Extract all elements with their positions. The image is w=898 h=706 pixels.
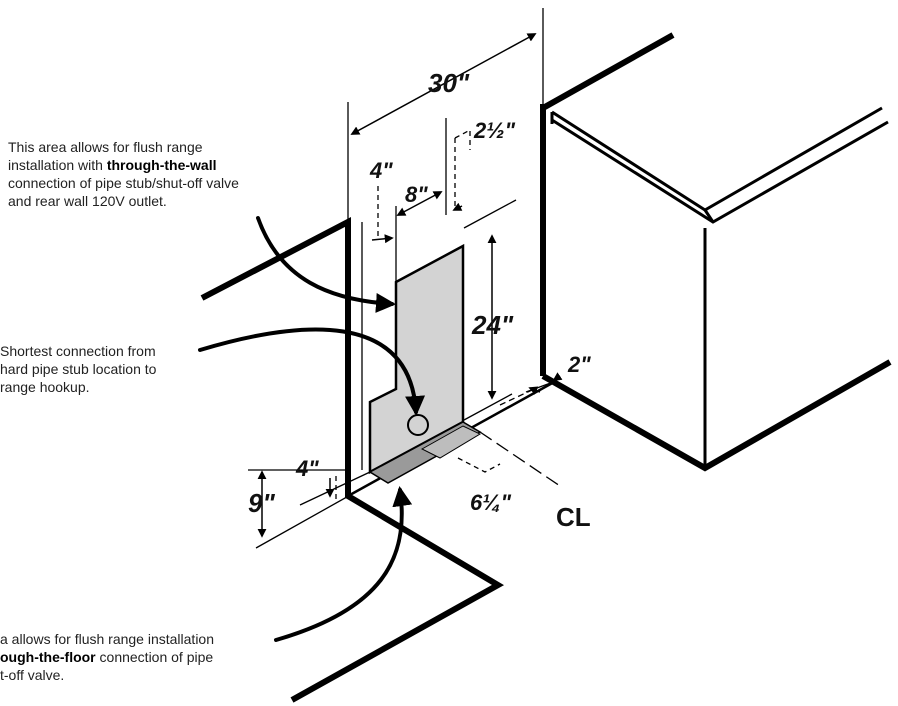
shortest-connection-note-line3: range hookup. bbox=[0, 379, 90, 395]
shortest-connection-note: Shortest connection from hard pipe stub … bbox=[0, 342, 156, 396]
dimension-arrows bbox=[257, 33, 563, 538]
through-floor-note-line1: a allows for flush range installation bbox=[0, 631, 215, 647]
shortest-connection-note-line2: hard pipe stub location to bbox=[0, 361, 157, 377]
through-wall-note-line4: and rear wall 120V outlet. bbox=[8, 193, 167, 209]
through-wall-note-line3: connection of pipe stub/shut-off valve bbox=[8, 175, 239, 191]
through-floor-note-emphasis: ough-the-floor bbox=[0, 649, 96, 665]
through-floor-note-line2-post: connection of pipe bbox=[95, 649, 214, 665]
floor-connection-area-front bbox=[420, 425, 482, 459]
through-floor-note-line2: ough-the-floor connection of pipe bbox=[0, 648, 214, 666]
through-wall-note-line1: This area allows for flush range bbox=[8, 139, 203, 155]
through-floor-note-line3: t-off valve. bbox=[0, 667, 65, 683]
through-floor-note: a allows for flush range installation ou… bbox=[0, 630, 214, 684]
dim-2: 2" bbox=[567, 352, 591, 377]
dim-2-5: 2½" bbox=[473, 118, 516, 143]
shortest-connection-note-line1: Shortest connection from bbox=[0, 343, 156, 359]
through-wall-note: This area allows for flush range install… bbox=[8, 138, 239, 210]
callout-arrows bbox=[198, 216, 426, 642]
range-cabinet bbox=[540, 32, 892, 472]
dim-24: 24" bbox=[471, 310, 514, 340]
through-wall-note-emphasis: through-the-wall bbox=[106, 157, 217, 173]
dim-8: 8" bbox=[405, 182, 428, 207]
dim-4-floor: 4" bbox=[295, 456, 319, 481]
centerline-label: CL bbox=[556, 502, 591, 532]
extension-lines bbox=[248, 8, 557, 549]
dim-30: 30" bbox=[428, 68, 470, 98]
dim-9: 9" bbox=[248, 488, 275, 518]
dim-6-25: 6¼" bbox=[470, 490, 512, 515]
through-wall-note-line2-pre: installation with bbox=[8, 157, 107, 173]
dashed-guides bbox=[335, 128, 561, 500]
dim-4-top: 4" bbox=[369, 158, 393, 183]
through-wall-note-line2: installation with through-the-wall bbox=[8, 156, 239, 174]
